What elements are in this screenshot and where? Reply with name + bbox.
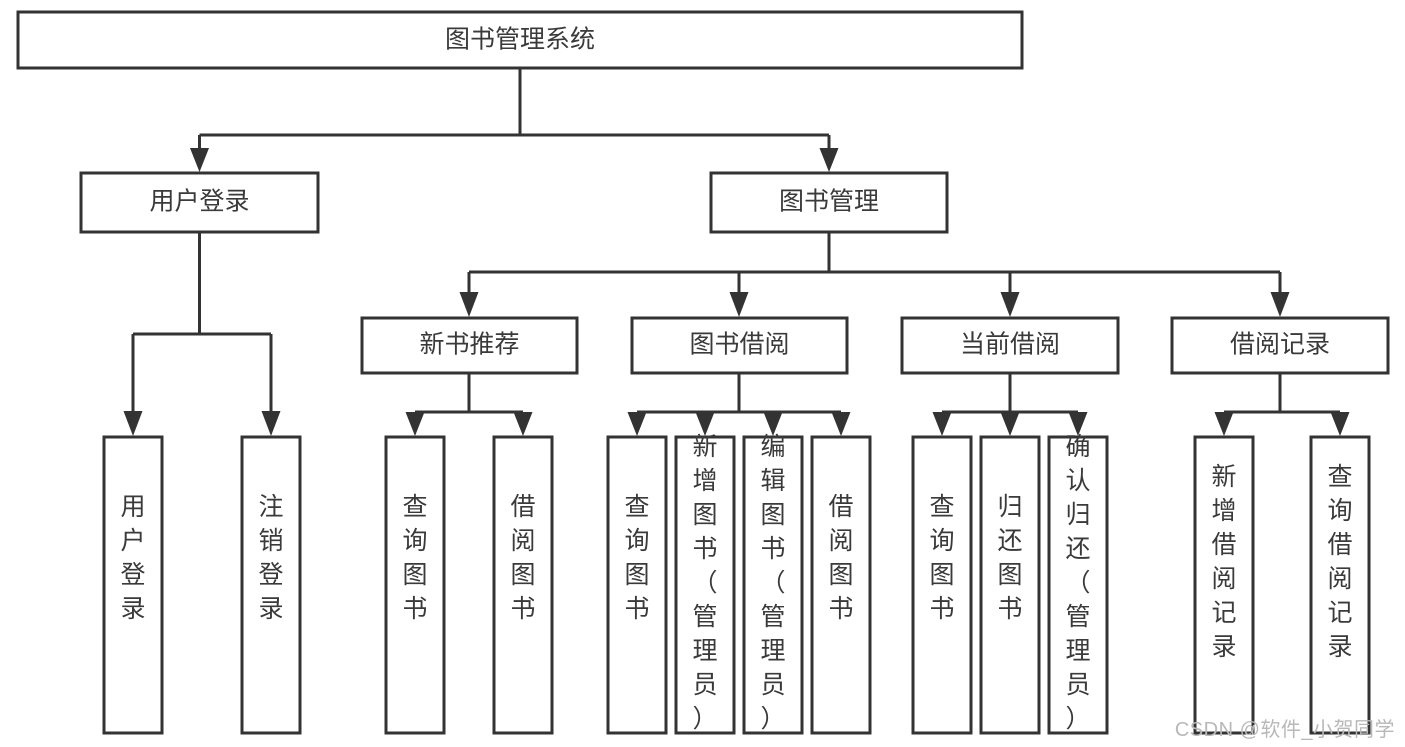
node-leaf8-box[interactable]: [810, 435, 872, 735]
node-leaf11-box[interactable]: [1047, 435, 1109, 735]
arrow-leaf3: [405, 412, 425, 436]
arrow-leaf7: [763, 412, 783, 436]
node-bookmgmt[interactable]: 图书管理: [709, 171, 949, 234]
connector-layer: [123, 68, 1350, 436]
node-leaf3-box[interactable]: [384, 435, 446, 735]
node-current-box[interactable]: [900, 316, 1120, 375]
arrow-to-records: [1270, 292, 1290, 317]
node-records[interactable]: 借阅记录: [1170, 316, 1390, 375]
node-current[interactable]: 当前借阅: [900, 316, 1120, 375]
arrow-to-newbook: [459, 292, 479, 317]
node-borrow[interactable]: 图书借阅: [630, 316, 849, 375]
node-leaf4-box[interactable]: [492, 435, 554, 735]
node-leaf2-box[interactable]: [240, 435, 302, 735]
node-leaf9-box[interactable]: [911, 435, 973, 735]
node-leaf2[interactable]: 注销登录: [240, 435, 302, 735]
node-leaf13-box[interactable]: [1309, 435, 1371, 735]
node-leaf10-label: 归还图书: [997, 493, 1022, 623]
arrow-leaf9: [932, 412, 952, 436]
node-root[interactable]: 图书管理系统: [16, 10, 1024, 70]
node-leaf7-label: 编辑图书（管理员）: [760, 433, 785, 733]
node-borrow-label: 图书借阅: [689, 331, 789, 359]
node-leaf2-label: 注销登录: [258, 493, 283, 623]
arrow-leaf12: [1214, 412, 1234, 436]
node-current-label: 当前借阅: [960, 331, 1060, 359]
csdn-watermark: CSDN @软件_小贺同学: [1174, 719, 1395, 741]
node-leaf10[interactable]: 归还图书: [979, 435, 1041, 735]
node-leaf9[interactable]: 查询图书: [911, 435, 973, 735]
node-root-label: 图书管理系统: [445, 26, 595, 54]
node-login-label: 用户登录: [149, 188, 249, 216]
node-leaf1-label: 用户登录: [120, 493, 145, 623]
arrow-to-borrow: [729, 292, 749, 317]
arrow-to-login: [190, 148, 209, 172]
arrow-to-bookmgmt: [819, 148, 839, 172]
node-leaf10-box[interactable]: [979, 435, 1041, 735]
node-borrow-box[interactable]: [630, 316, 849, 375]
arrow-leaf8: [831, 412, 851, 436]
arrow-leaf1: [123, 411, 143, 436]
node-login[interactable]: 用户登录: [79, 171, 320, 234]
node-leaf12[interactable]: 新增借阅记录: [1193, 435, 1255, 735]
node-bookmgmt-box[interactable]: [709, 171, 949, 234]
arrow-leaf2: [261, 411, 281, 436]
arrow-leaf5: [627, 412, 647, 436]
node-leaf13-label: 查询借阅记录: [1327, 463, 1352, 661]
node-leaf6-label: 新增图书（管理员）: [692, 433, 717, 733]
node-leaf8[interactable]: 借阅图书: [810, 435, 872, 735]
node-leaf1-box[interactable]: [102, 435, 164, 735]
node-newbook-box[interactable]: [360, 316, 579, 375]
arrow-leaf10: [1000, 412, 1020, 436]
node-leaf4-label: 借阅图书: [510, 493, 535, 623]
arrow-leaf4: [513, 412, 533, 436]
node-leaf12-box[interactable]: [1193, 435, 1255, 735]
node-leaf11-label: 确认归还（管理员）: [1065, 433, 1090, 733]
node-login-box[interactable]: [79, 171, 320, 234]
node-records-box[interactable]: [1170, 316, 1390, 375]
node-leaf4[interactable]: 借阅图书: [492, 435, 554, 735]
node-leaf1[interactable]: 用户登录: [102, 435, 164, 735]
node-leaf13[interactable]: 查询借阅记录: [1309, 435, 1371, 735]
node-leaf9-label: 查询图书: [929, 493, 954, 623]
arrow-leaf11: [1068, 412, 1088, 436]
node-leaf8-label: 借阅图书: [828, 493, 853, 623]
node-leaf6[interactable]: 新增图书（管理员）: [674, 433, 736, 735]
node-bookmgmt-label: 图书管理: [779, 188, 879, 216]
arrow-to-current: [1000, 292, 1020, 317]
node-leaf3[interactable]: 查询图书: [384, 435, 446, 735]
node-leaf7-box[interactable]: [742, 435, 804, 735]
node-leaf12-label: 新增借阅记录: [1211, 463, 1236, 661]
node-records-label: 借阅记录: [1230, 331, 1330, 359]
node-leaf5-box[interactable]: [606, 435, 668, 735]
node-leaf3-label: 查询图书: [402, 493, 427, 623]
node-root-box[interactable]: [16, 10, 1024, 70]
node-newbook[interactable]: 新书推荐: [360, 316, 579, 375]
node-leaf7[interactable]: 编辑图书（管理员）: [742, 433, 804, 735]
arrow-leaf13: [1330, 412, 1350, 436]
node-leaf5-label: 查询图书: [624, 493, 649, 623]
node-leaf5[interactable]: 查询图书: [606, 435, 668, 735]
arrow-leaf6: [695, 412, 715, 436]
node-leaf11[interactable]: 确认归还（管理员）: [1047, 433, 1109, 735]
node-newbook-label: 新书推荐: [419, 331, 519, 359]
node-leaf6-box[interactable]: [674, 435, 736, 735]
